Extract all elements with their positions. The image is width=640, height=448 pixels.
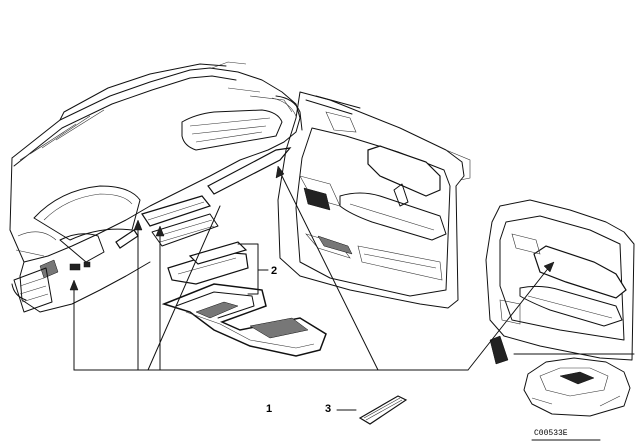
callout-1: 1 — [266, 403, 273, 415]
leader-lines — [69, 165, 555, 411]
dashboard-drawing — [9, 61, 303, 313]
diagram-code: C00533E — [534, 429, 568, 438]
console-trim-drawing — [161, 241, 327, 357]
callout-3: 3 — [325, 403, 332, 415]
rear-door-drawing — [485, 199, 635, 365]
callout-2: 2 — [271, 265, 278, 277]
part-3-drawing — [358, 395, 408, 425]
car-inset-drawing — [513, 353, 635, 417]
front-door-drawing — [277, 91, 471, 309]
